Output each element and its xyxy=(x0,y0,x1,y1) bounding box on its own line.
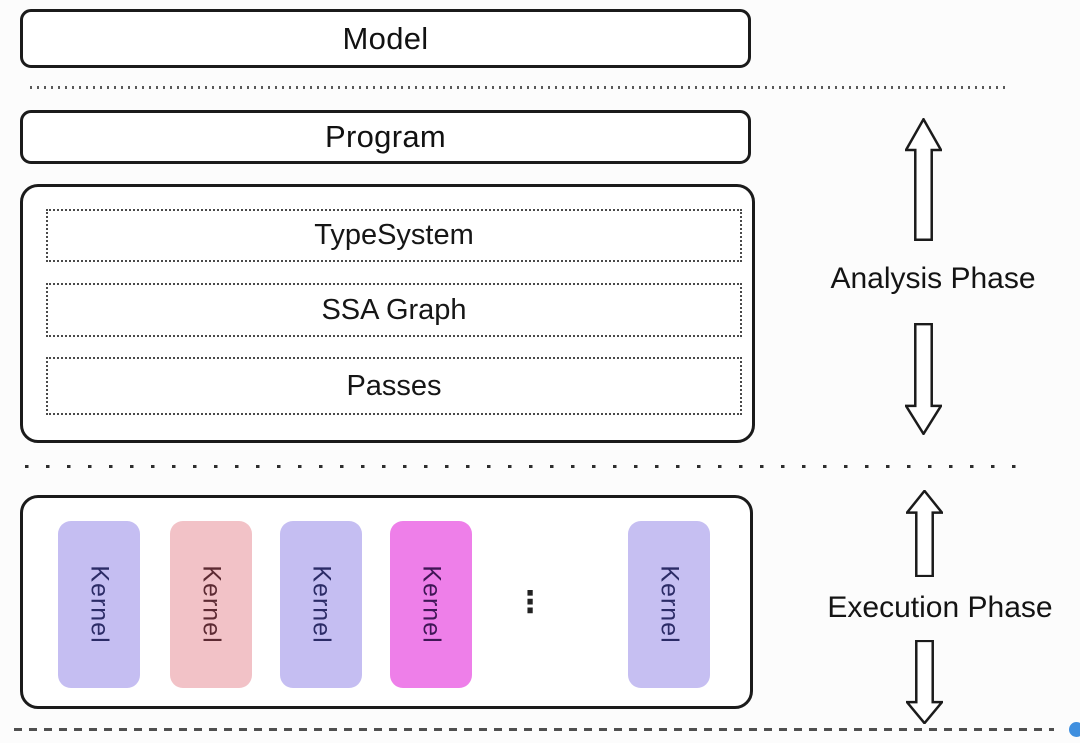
ssa-graph-label: SSA Graph xyxy=(321,293,467,326)
model-label: Model xyxy=(342,20,429,56)
execution-phase-label: Execution Phase xyxy=(827,591,1053,624)
passes-label: Passes xyxy=(346,369,442,402)
typesystem-label: TypeSystem xyxy=(314,219,474,251)
analysis-phase-label: Analysis Phase xyxy=(830,262,1036,295)
passes-box: Passes xyxy=(46,357,742,415)
ssa-graph-box: SSA Graph xyxy=(46,283,742,337)
blue-dot xyxy=(1069,722,1080,737)
typesystem-box: TypeSystem xyxy=(46,209,742,262)
kernel-label: Kernel xyxy=(307,565,336,644)
up-arrow-icon xyxy=(905,118,942,241)
down-arrow-icon xyxy=(905,323,942,435)
kernel-box-4: Kernel xyxy=(390,521,472,688)
kernel-label: Kernel xyxy=(655,565,684,644)
program-box: Program xyxy=(20,110,751,164)
separator-dotted-top xyxy=(30,86,1006,89)
kernel-ellipsis: ⋮ xyxy=(515,585,545,619)
down-arrow-icon xyxy=(906,640,943,724)
separator-dashed-bottom xyxy=(14,728,1054,731)
kernel-label: Kernel xyxy=(417,565,446,644)
model-box: Model xyxy=(20,9,751,68)
program-label: Program xyxy=(325,119,446,154)
up-arrow-icon xyxy=(906,490,943,577)
kernel-label: Kernel xyxy=(85,565,114,644)
separator-dotted-middle xyxy=(25,465,1033,468)
kernel-box-3: Kernel xyxy=(280,521,362,688)
kernel-label: Kernel xyxy=(197,565,226,644)
kernel-box-1: Kernel xyxy=(58,521,140,688)
analysis-container-box xyxy=(20,184,755,443)
kernel-box-5: Kernel xyxy=(628,521,710,688)
kernel-box-2: Kernel xyxy=(170,521,252,688)
